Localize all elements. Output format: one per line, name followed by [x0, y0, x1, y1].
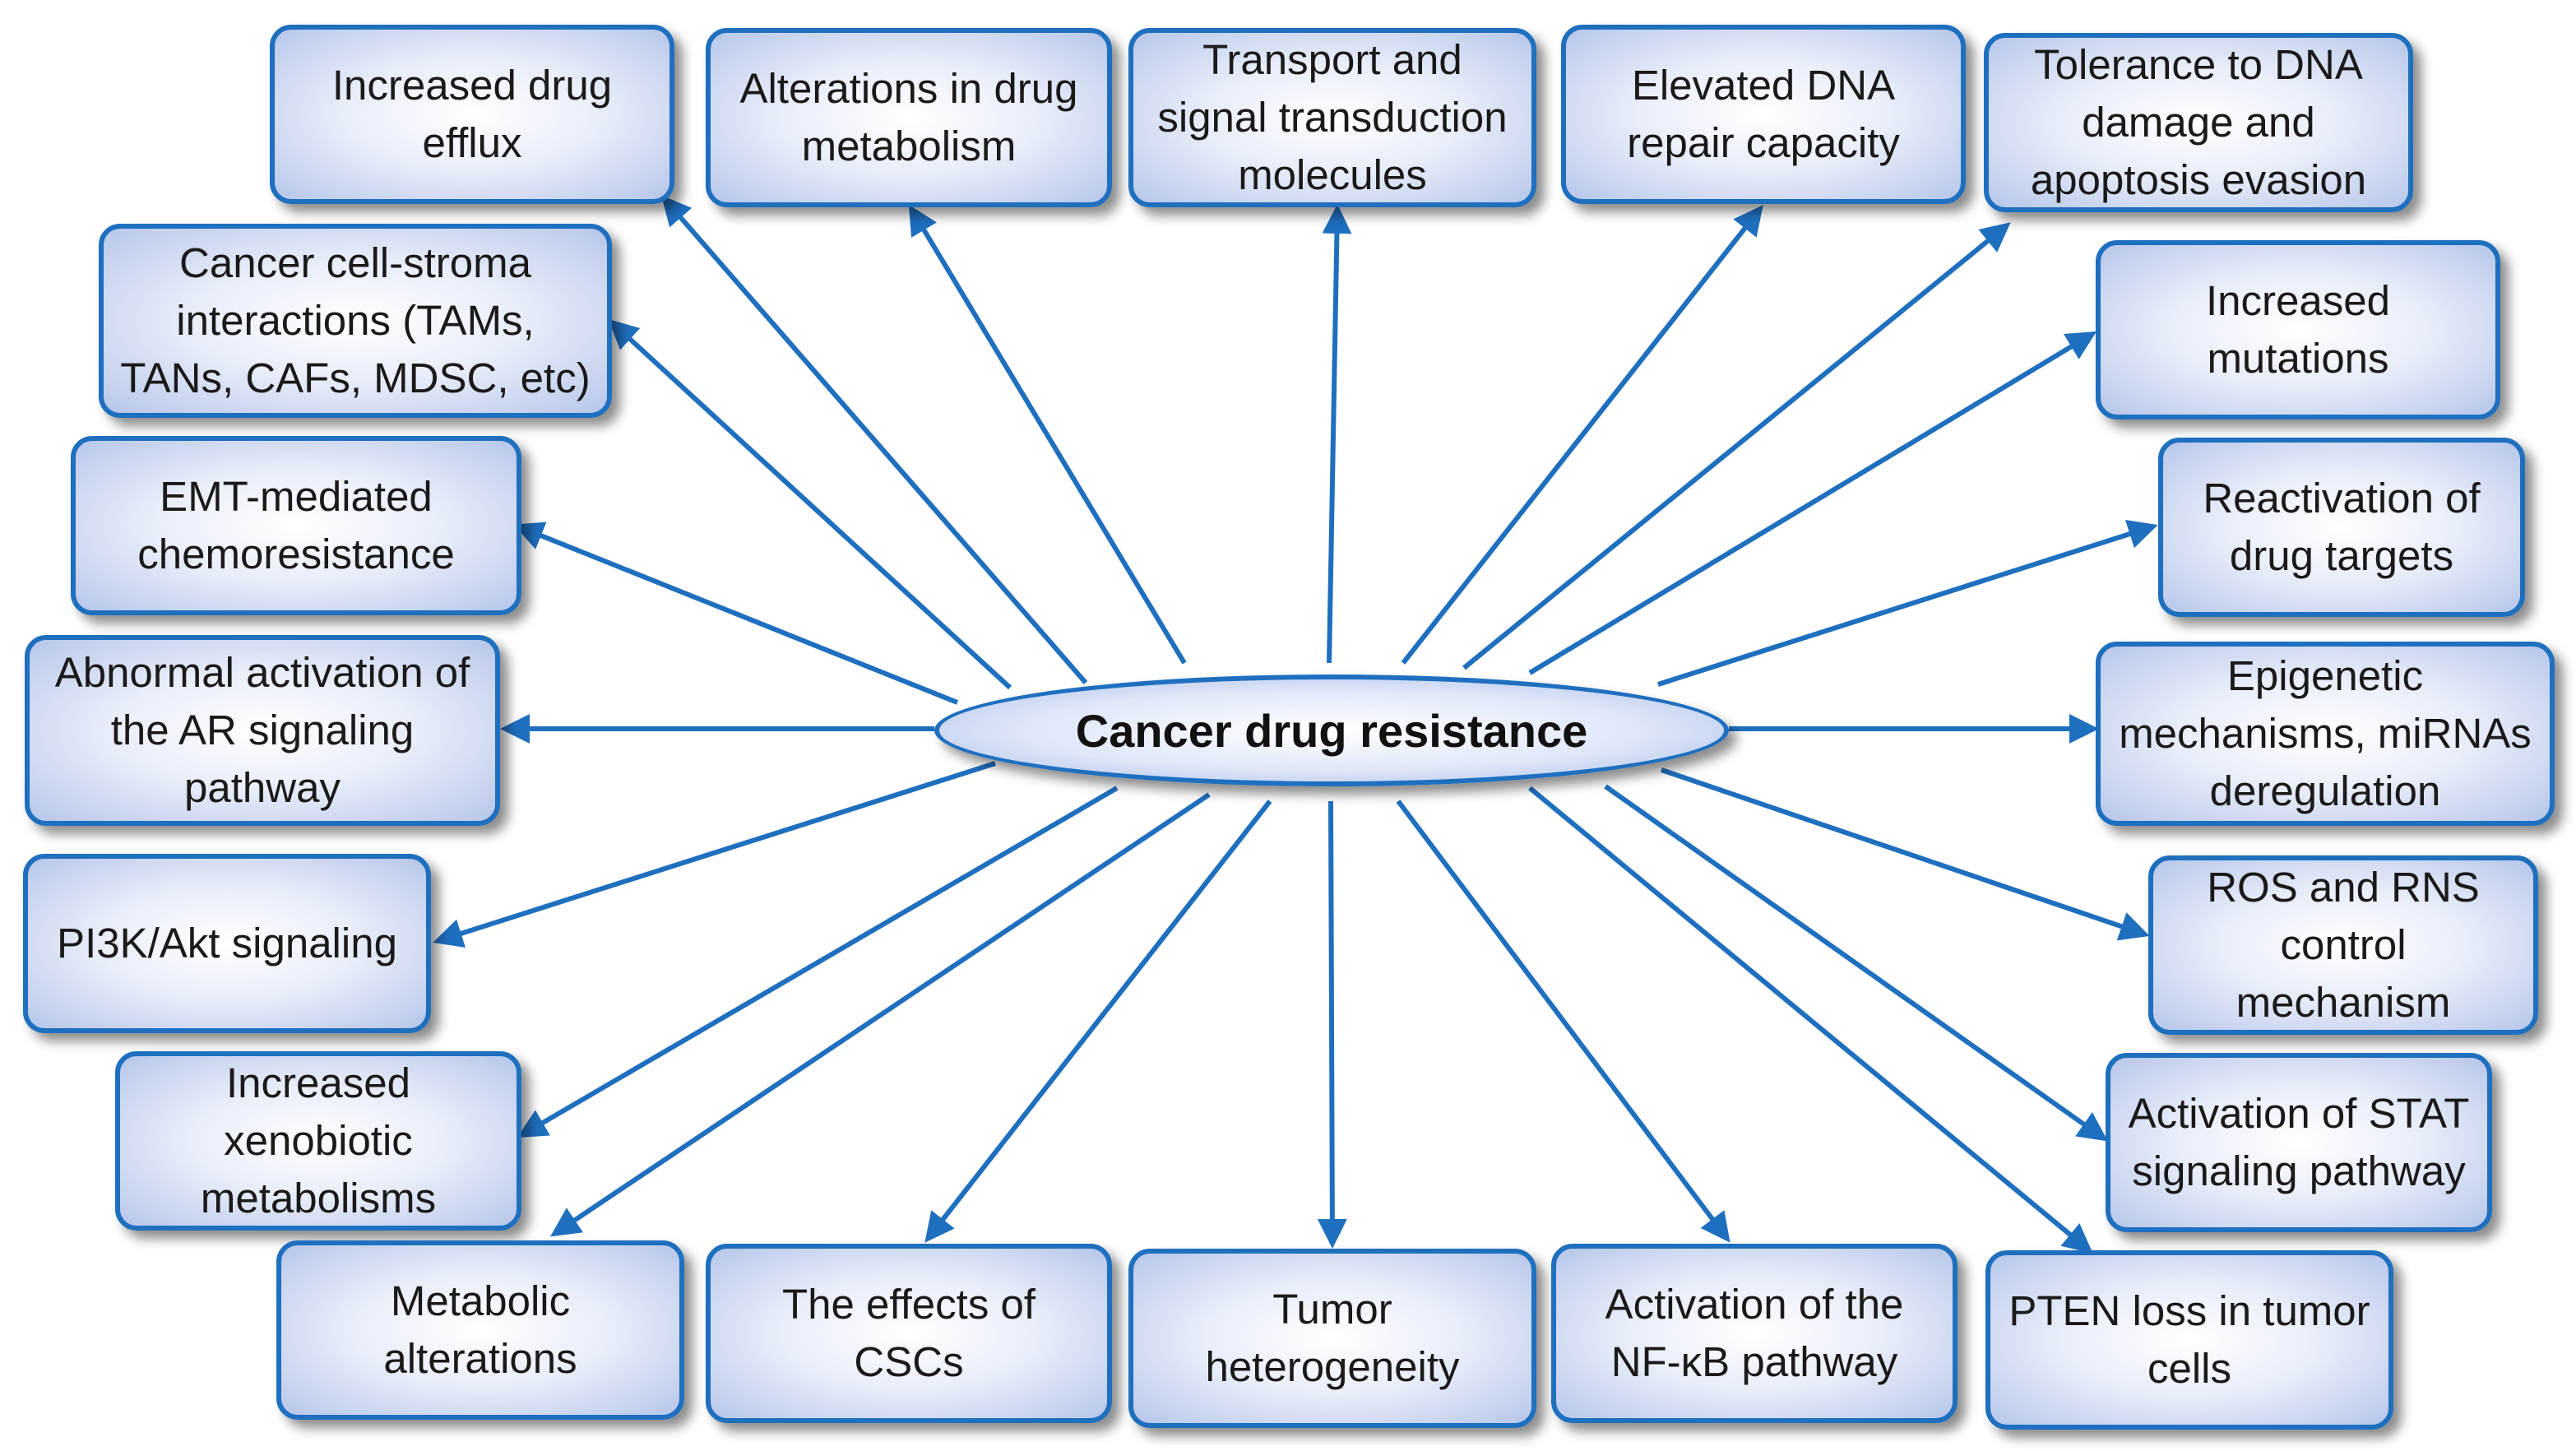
node-pi3k-akt: PI3K/Akt signaling	[23, 854, 431, 1033]
arrow-ros	[1661, 767, 2150, 941]
node-mutations: Increased mutations	[2096, 240, 2500, 420]
arrow-metabolic	[550, 792, 1211, 1237]
node-cell-stroma: Cancer cell-stroma interactions (TAMs, T…	[99, 224, 612, 418]
arrow-stroma	[608, 318, 1012, 690]
node-tumor-heterogeneity: Tumor heterogeneity	[1128, 1249, 1536, 1428]
node-reactivation: Reactivation of drug targets	[2158, 438, 2525, 617]
center-ellipse: Cancer drug resistance	[934, 675, 1729, 786]
node-xenobiotic: Increased xenobiotic metabolisms	[115, 1051, 521, 1231]
arrow-xenobiotic	[517, 786, 1119, 1138]
node-drug-efflux: Increased drug efflux	[270, 25, 674, 204]
node-metabolic: Metabolic alterations	[276, 1240, 684, 1420]
arrow-drug-efflux	[661, 195, 1088, 684]
node-drug-metabolism: Alterations in drug metabolism	[706, 28, 1112, 207]
node-dna-damage-tolerance: Tolerance to DNA damage and apoptosis ev…	[1984, 33, 2413, 212]
arrow-stat	[1604, 784, 2108, 1142]
node-stat: Activation of STAT signaling pathway	[2106, 1053, 2492, 1232]
arrow-dna-repair	[1401, 205, 1763, 665]
arrow-drug-metabolism	[908, 204, 1187, 665]
arrow-dna-damage	[1462, 222, 2011, 670]
arrow-nfkb	[1396, 800, 1730, 1243]
arrow-pten	[1528, 786, 2093, 1254]
node-epigenetic: Epigenetic mechanisms, miRNAs deregulati…	[2096, 642, 2555, 826]
node-nfkb: Activation of the NF-κB pathway	[1551, 1244, 1957, 1423]
arrow-pi3k	[433, 761, 996, 948]
arrow-transport	[1322, 204, 1352, 664]
arrow-emt	[513, 522, 959, 705]
node-emt: EMT-mediated chemoresistance	[71, 436, 521, 615]
arrow-mutations	[1528, 331, 2097, 675]
node-ros-rns: ROS and RNS control mechanism	[2148, 855, 2538, 1035]
node-pten: PTEN loss in tumor cells	[1985, 1250, 2393, 1430]
arrow-cscs	[924, 800, 1272, 1243]
node-cscs: The effects of CSCs	[706, 1244, 1112, 1423]
arrow-heterogeneity	[1317, 800, 1347, 1249]
node-dna-repair: Elevated DNA repair capacity	[1561, 25, 1966, 204]
arrow-reactivation	[1657, 519, 2158, 687]
center-label: Cancer drug resistance	[1075, 704, 1588, 757]
node-ar-signaling: Abnormal activation of the AR signaling …	[25, 635, 500, 826]
node-transport-signal: Transport and signal transduction molecu…	[1128, 28, 1536, 207]
